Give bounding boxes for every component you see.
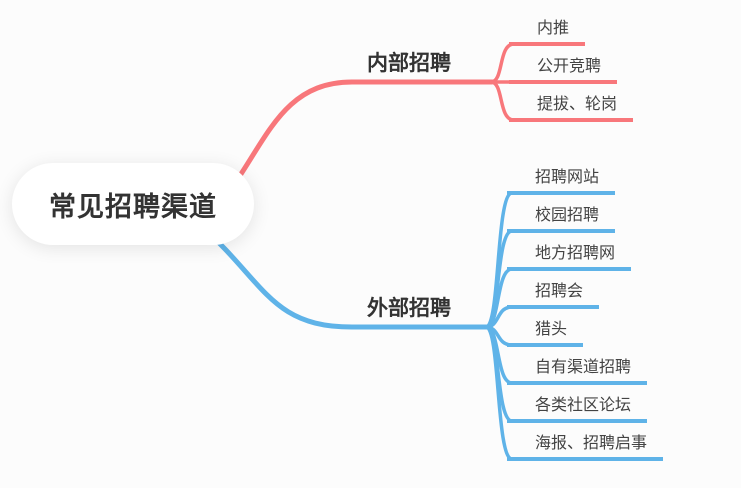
node-own-channel-recruitment[interactable]: 自有渠道招聘 [507,351,648,385]
node-promotion-rotation[interactable]: 提拔、轮岗 [509,88,634,122]
branch-trunk-external [197,222,490,330]
branch-node-external-recruitment[interactable]: 外部招聘 [367,297,451,320]
connector-external-child [484,325,514,461]
node-internal-referral[interactable]: 内推 [509,12,586,46]
root-node[interactable]: 常见招聘渠道 [12,163,254,245]
node-poster-job-notice[interactable]: 海报、招聘启事 [507,427,664,461]
node-job-fair[interactable]: 招聘会 [507,275,600,309]
node-campus-recruitment[interactable]: 校园招聘 [507,199,616,233]
branch-node-internal-recruitment[interactable]: 内部招聘 [367,52,451,75]
node-open-competition[interactable]: 公开竞聘 [509,50,618,84]
node-local-recruitment-site[interactable]: 地方招聘网 [507,237,632,271]
node-headhunter[interactable]: 猎头 [507,313,584,347]
node-recruitment-website[interactable]: 招聘网站 [507,161,616,195]
node-community-forums[interactable]: 各类社区论坛 [507,389,648,423]
